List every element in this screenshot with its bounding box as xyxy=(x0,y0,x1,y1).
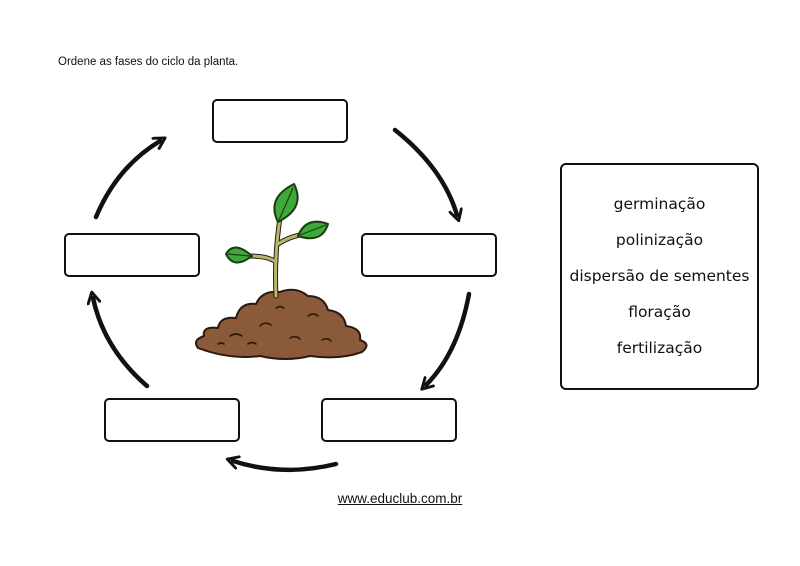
word-bank-item-germination[interactable]: germinação xyxy=(613,195,706,213)
word-bank-item-pollination[interactable]: polinização xyxy=(615,231,704,249)
word-bank-item-fertilization[interactable]: fertilização xyxy=(616,339,703,357)
word-bank-item-seed-dispersal[interactable]: dispersão de sementes xyxy=(569,267,750,285)
arrow-bottom-left-to-left xyxy=(93,298,150,389)
answer-slot-3[interactable] xyxy=(321,398,457,442)
soil-mound xyxy=(195,288,368,360)
word-bank-item-flowering[interactable]: floração xyxy=(628,303,691,321)
answer-slot-1[interactable] xyxy=(212,99,348,143)
arrow-top-to-right xyxy=(392,127,457,215)
sprout-illustration xyxy=(195,183,368,360)
answer-slot-4[interactable] xyxy=(104,398,240,442)
instruction-text: Ordene as fases do ciclo da planta. xyxy=(58,56,239,68)
word-bank: germinação polinização dispersão de seme… xyxy=(560,163,759,390)
answer-slot-2[interactable] xyxy=(361,233,497,277)
arrow-right-to-bottom-right xyxy=(426,291,472,385)
arrow-left-to-top xyxy=(93,141,160,220)
footer-website-link[interactable]: www.educlub.com.br xyxy=(337,491,463,506)
arrow-bottom-right-to-bottom-left xyxy=(233,461,339,473)
answer-slot-5[interactable] xyxy=(64,233,200,277)
